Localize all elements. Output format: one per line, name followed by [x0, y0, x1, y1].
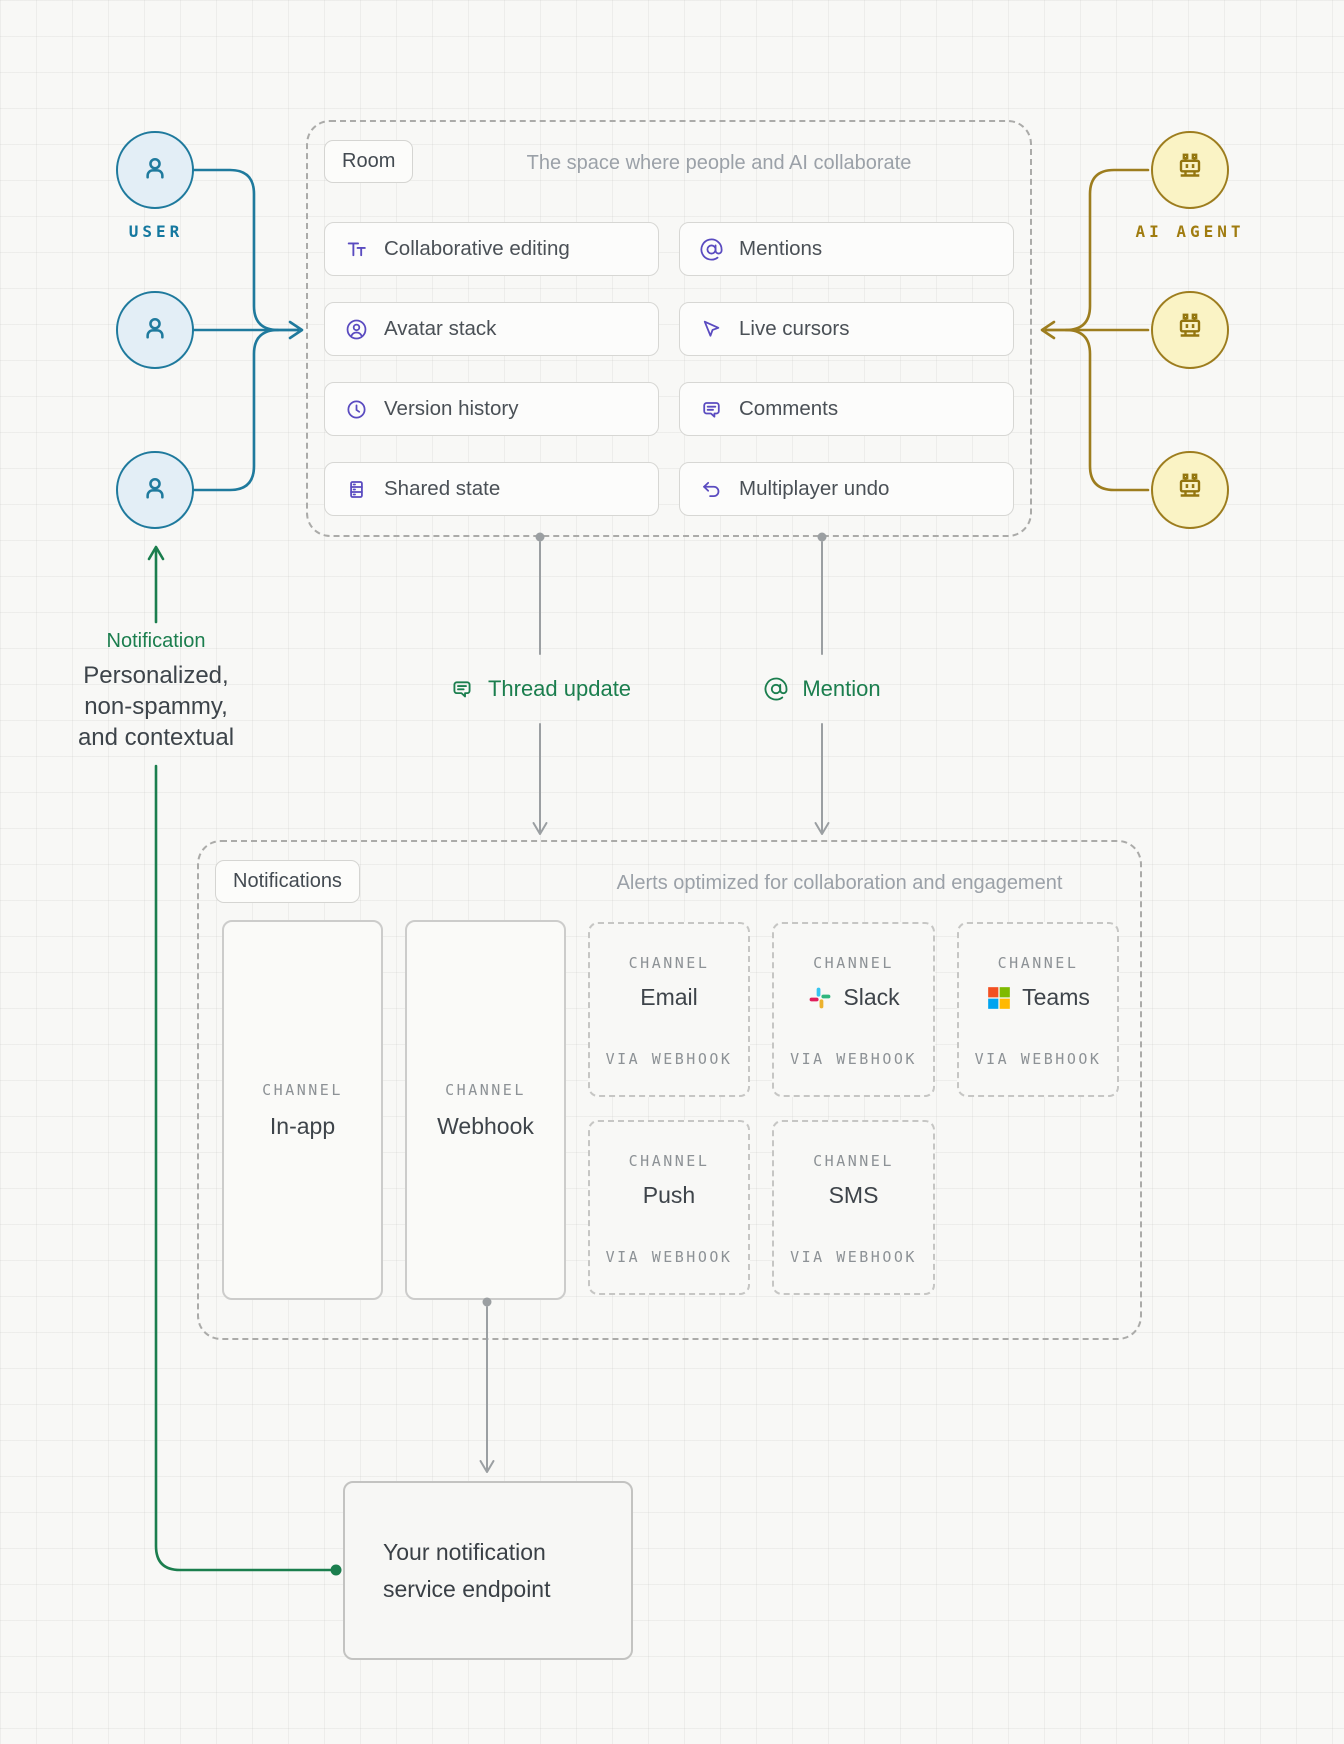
- at-sign-icon: [763, 676, 789, 702]
- robot-icon: [1172, 470, 1208, 511]
- clock-icon: [344, 397, 369, 422]
- event-label: Mention: [802, 676, 881, 701]
- feature-label: Comments: [739, 397, 839, 420]
- via-webhook-label: VIA WEBHOOK: [605, 1248, 733, 1266]
- channel-name: Webhook: [437, 1112, 534, 1139]
- feature-shared-state: Shared state: [324, 462, 659, 516]
- channel-label: CHANNEL: [445, 1080, 526, 1099]
- user-circle-3: [116, 451, 194, 529]
- robot-icon: [1172, 310, 1208, 351]
- comment-icon: [449, 676, 475, 702]
- channel-card-slack: CHANNEL Slack VIA WEBHOOK: [772, 922, 935, 1097]
- channel-card-sms: CHANNEL SMS VIA WEBHOOK: [772, 1120, 935, 1295]
- user-label: USER: [128, 222, 184, 241]
- notifications-chip: Notifications: [215, 860, 360, 903]
- person-icon: [138, 151, 172, 190]
- channel-label: CHANNEL: [628, 1152, 710, 1170]
- channel-card-teams: CHANNEL Teams VIA WEBHOOK: [957, 922, 1119, 1097]
- channel-label: CHANNEL: [813, 954, 894, 972]
- channel-card-in-app: CHANNEL In-app: [222, 920, 383, 1300]
- channel-label: CHANNEL: [997, 954, 1079, 972]
- feature-avatar-stack: Avatar stack: [324, 302, 659, 356]
- slack-logo: [807, 985, 833, 1011]
- avatar-circle-icon: [344, 317, 369, 342]
- feature-version-history: Version history: [324, 382, 659, 436]
- agent-circle-1: [1151, 131, 1229, 209]
- agent-circle-2: [1151, 291, 1229, 369]
- notification-note-line: Personalized,: [83, 662, 229, 689]
- via-webhook-label: VIA WEBHOOK: [790, 1050, 917, 1068]
- channel-card-push: CHANNEL Push VIA WEBHOOK: [588, 1120, 750, 1295]
- event-thread-update: Thread update: [420, 666, 660, 712]
- robot-icon: [1172, 150, 1208, 191]
- channel-label: CHANNEL: [262, 1080, 343, 1099]
- via-webhook-label: VIA WEBHOOK: [974, 1050, 1102, 1068]
- channel-name: Slack: [807, 984, 900, 1011]
- channel-card-webhook: CHANNEL Webhook: [405, 920, 566, 1300]
- channel-name-text: Teams: [1022, 984, 1090, 1010]
- notification-note-line: non-spammy,: [84, 693, 228, 720]
- agent-circle-3: [1151, 451, 1229, 529]
- endpoint-box: Your notification service endpoint: [343, 1481, 633, 1660]
- endpoint-label: Your notification service endpoint: [383, 1538, 551, 1602]
- channel-name: SMS: [828, 1182, 879, 1208]
- undo-icon: [699, 477, 724, 502]
- database-icon: [344, 477, 369, 502]
- channel-card-email: CHANNEL Email VIA WEBHOOK: [588, 922, 750, 1097]
- channel-name: Push: [642, 1182, 696, 1208]
- feature-label: Mentions: [739, 237, 823, 260]
- feature-multiplayer-undo: Multiplayer undo: [679, 462, 1014, 516]
- channel-name: Email: [640, 984, 698, 1010]
- feature-collaborative-editing: Collaborative editing: [324, 222, 659, 276]
- person-icon: [138, 471, 172, 510]
- via-webhook-label: VIA WEBHOOK: [605, 1050, 733, 1068]
- user-circle-2: [116, 291, 194, 369]
- user-circle-1: [116, 131, 194, 209]
- person-icon: [138, 311, 172, 350]
- channel-label: CHANNEL: [813, 1152, 894, 1170]
- agent-label: AI AGENT: [1135, 222, 1245, 241]
- channel-name-text: Slack: [843, 984, 900, 1010]
- feature-label: Shared state: [384, 477, 501, 500]
- notification-note: Notification Personalized, non-spammy, a…: [36, 630, 276, 753]
- feature-label: Avatar stack: [384, 317, 497, 340]
- microsoft-logo: [986, 985, 1012, 1011]
- room-subtitle: The space where people and AI collaborat…: [526, 152, 912, 174]
- at-sign-icon: [699, 237, 724, 262]
- event-label: Thread update: [487, 676, 632, 701]
- feature-label: Collaborative editing: [384, 237, 570, 260]
- channel-name: In-app: [269, 1112, 336, 1139]
- channel-name: Teams: [986, 984, 1090, 1011]
- feature-live-cursors: Live cursors: [679, 302, 1014, 356]
- room-feature-grid: Collaborative editing Mentions Avatar st…: [324, 222, 1014, 516]
- feature-comments: Comments: [679, 382, 1014, 436]
- notification-note-line: and contextual: [77, 724, 235, 751]
- feature-mentions: Mentions: [679, 222, 1014, 276]
- feature-label: Multiplayer undo: [739, 477, 890, 500]
- via-webhook-label: VIA WEBHOOK: [790, 1248, 917, 1266]
- feature-label: Version history: [384, 397, 519, 420]
- cursor-icon: [699, 317, 724, 342]
- text-style-icon: [344, 237, 369, 262]
- channel-label: CHANNEL: [628, 954, 710, 972]
- event-mention: Mention: [722, 666, 922, 712]
- feature-label: Live cursors: [739, 317, 850, 340]
- room-panel: Room The space where people and AI colla…: [306, 120, 1032, 537]
- room-chip: Room: [324, 140, 414, 183]
- comment-icon: [699, 397, 724, 422]
- notification-note-title: Notification: [106, 630, 206, 652]
- notifications-subtitle: Alerts optimized for collaboration and e…: [616, 872, 1063, 894]
